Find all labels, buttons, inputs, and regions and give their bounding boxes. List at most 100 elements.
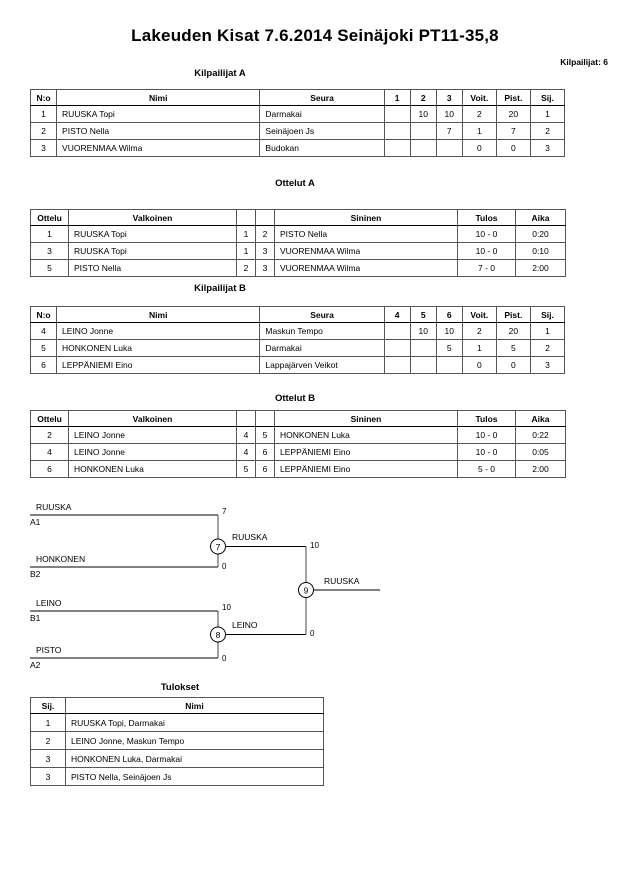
results-caption: Tulokset [160, 682, 200, 693]
col-name: Nimi [65, 697, 324, 714]
col-club: Seura [259, 89, 385, 106]
table-header-row: Ottelu Valkoinen Sininen Tulos Aika [30, 410, 566, 427]
cell-op6 [435, 356, 463, 374]
bracket-entry-4-score: 0 [222, 654, 227, 663]
col-white-no [236, 410, 256, 427]
table-row: 6 LEPPÄNIEMI Eino Lappajärven Veikot 0 0… [29, 356, 566, 374]
col-blue-no [255, 410, 275, 427]
cell-op6: 5 [435, 339, 463, 357]
col-opponent-6: 6 [435, 306, 463, 323]
cell-op2 [409, 122, 437, 140]
cell-match-no: 4 [30, 443, 69, 461]
cell-name: LEPPÄNIEMI Eino [56, 356, 261, 374]
cell-op4 [383, 322, 411, 340]
cell-white-no: 1 [236, 242, 256, 260]
table-header-row: N:o Nimi Seura 1 2 3 Voit. Pist. Sij. [29, 89, 566, 106]
col-wins: Voit. [461, 306, 497, 323]
bracket-entry-1-name: RUUSKA [36, 502, 72, 512]
cell-white-no: 1 [236, 225, 256, 243]
cell-club: Seinäjoen Js [259, 122, 385, 140]
bracket-entry-2-name: HONKONEN [36, 554, 85, 564]
cell-result: 5 - 0 [457, 460, 516, 478]
matches-b-caption: Ottelut B [274, 393, 316, 404]
col-white: Valkoinen [68, 410, 237, 427]
cell-time: 0:05 [515, 443, 566, 461]
cell-points: 20 [495, 105, 531, 123]
cell-rank: 1 [529, 105, 566, 123]
col-result: Tulos [457, 209, 516, 226]
cell-rank: 3 [30, 767, 66, 786]
cell-result: 7 - 0 [457, 259, 516, 277]
table-row: 1 RUUSKA Topi, Darmakai [30, 713, 324, 732]
bracket-entry-2-score: 0 [222, 562, 227, 571]
cell-rank: 2 [30, 731, 66, 750]
cell-result: 10 - 0 [457, 225, 516, 243]
bracket-entry-3-name: LEINO [36, 598, 62, 608]
col-time: Aika [515, 209, 566, 226]
cell-op3: 10 [435, 105, 463, 123]
cell-result: 10 - 0 [457, 443, 516, 461]
cell-wins: 0 [461, 356, 497, 374]
cell-points: 0 [495, 139, 531, 157]
cell-points: 0 [495, 356, 531, 374]
col-match-no: Ottelu [30, 410, 69, 427]
cell-rank: 1 [529, 322, 566, 340]
col-blue: Sininen [274, 410, 458, 427]
cell-white-no: 5 [236, 460, 256, 478]
col-blue-no [255, 209, 275, 226]
cell-white-no: 4 [236, 426, 256, 444]
cell-blue-no: 2 [255, 225, 275, 243]
page-title: Lakeuden Kisat 7.6.2014 Seinäjoki PT11-3… [131, 26, 499, 45]
cell-white: HONKONEN Luka [68, 460, 237, 478]
cell-name: HONKONEN Luka, Darmakai [65, 749, 324, 768]
cell-no: 1 [29, 105, 58, 123]
cell-blue: VUORENMAA Wilma [274, 242, 458, 260]
cell-op5 [409, 339, 437, 357]
cell-time: 0:20 [515, 225, 566, 243]
cell-club: Darmakai [259, 339, 385, 357]
cell-op1 [383, 139, 411, 157]
col-match-no: Ottelu [30, 209, 69, 226]
cell-no: 4 [29, 322, 58, 340]
col-opponent-4: 4 [383, 306, 411, 323]
col-no: N:o [29, 306, 58, 323]
cell-white: LEINO Jonne [68, 426, 237, 444]
cell-wins: 2 [461, 105, 497, 123]
cell-op5 [409, 356, 437, 374]
cell-op3 [435, 139, 463, 157]
players-b-caption: Kilpailijat B [194, 283, 246, 294]
table-header-row: Sij. Nimi [30, 697, 324, 714]
cell-match-no: 6 [30, 460, 69, 478]
cell-name: PISTO Nella, Seinäjoen Js [65, 767, 324, 786]
cell-wins: 0 [461, 139, 497, 157]
cell-blue: HONKONEN Luka [274, 426, 458, 444]
cell-op4 [383, 356, 411, 374]
cell-rank: 3 [30, 749, 66, 768]
cell-name: RUUSKA Topi, Darmakai [65, 713, 324, 732]
col-blue: Sininen [274, 209, 458, 226]
cell-op3: 7 [435, 122, 463, 140]
cell-match-no: 1 [30, 225, 69, 243]
cell-no: 2 [29, 122, 58, 140]
col-opponent-3: 3 [435, 89, 463, 106]
cell-name: RUUSKA Topi [56, 105, 261, 123]
cell-op5: 10 [409, 322, 437, 340]
cell-rank: 3 [529, 356, 566, 374]
cell-no: 6 [29, 356, 58, 374]
cell-rank: 1 [30, 713, 66, 732]
bracket-match-7-winner: RUUSKA [232, 532, 268, 542]
col-name: Nimi [56, 89, 261, 106]
bracket-entry-3-seed: B1 [30, 613, 41, 623]
table-header-row: N:o Nimi Seura 4 5 6 Voit. Pist. Sij. [29, 306, 566, 323]
cell-points: 7 [495, 122, 531, 140]
col-time: Aika [515, 410, 566, 427]
cell-op4 [383, 339, 411, 357]
players-a-table: N:o Nimi Seura 1 2 3 Voit. Pist. Sij. 1 … [29, 89, 566, 157]
cell-rank: 2 [529, 339, 566, 357]
cell-match-no: 2 [30, 426, 69, 444]
cell-no: 3 [29, 139, 58, 157]
cell-time: 2:00 [515, 460, 566, 478]
cell-points: 20 [495, 322, 531, 340]
col-rank: Sij. [30, 697, 66, 714]
table-row: 4 LEINO Jonne Maskun Tempo 10 10 2 20 1 [29, 322, 566, 340]
